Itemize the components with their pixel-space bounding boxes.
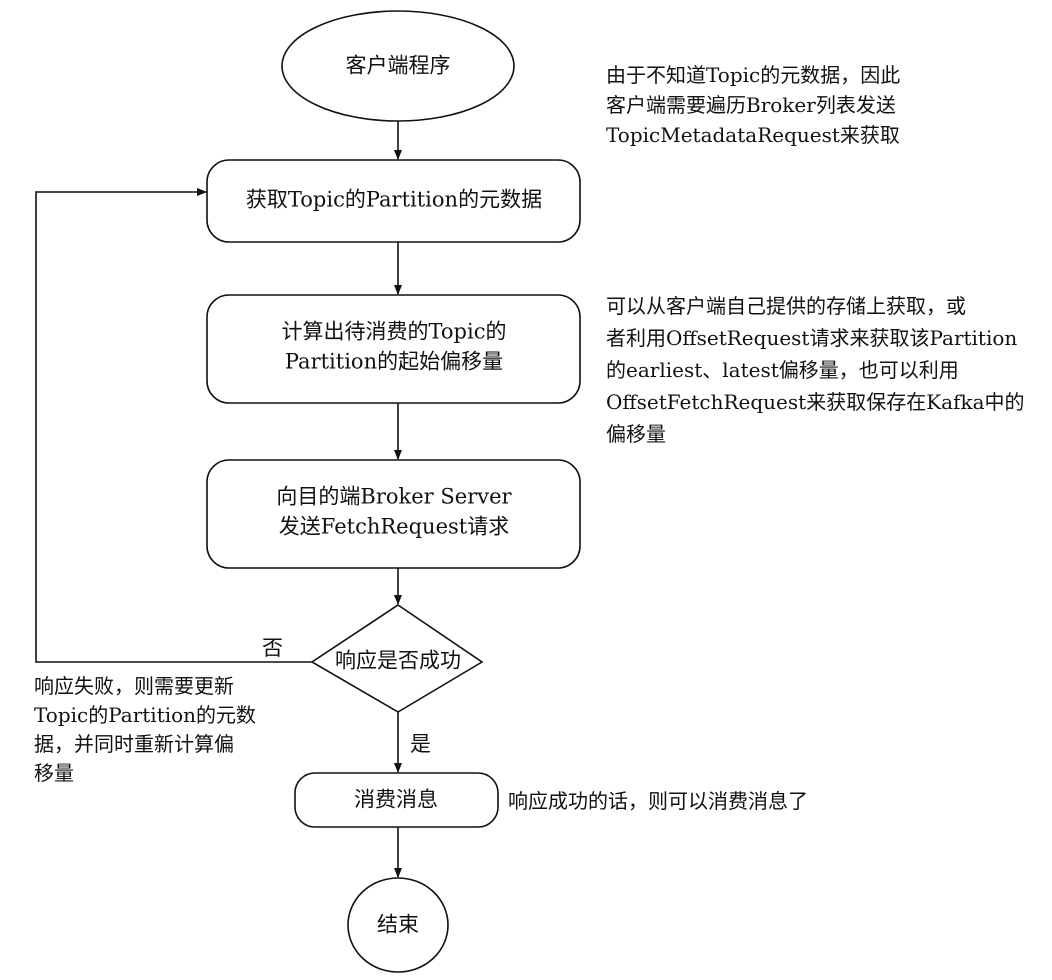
end-label: 结束 bbox=[377, 913, 419, 937]
metadata-note: 由于不知道Topic的元数据，因此 客户端需要遍历Broker列表发送 Topi… bbox=[606, 60, 900, 150]
metadata-note-line: TopicMetadataRequest来获取 bbox=[606, 123, 900, 147]
offset-note: 可以从客户端自己提供的存储上获取，或 者利用OffsetRequest请求来获取… bbox=[606, 290, 1025, 450]
compute-offset-label-line1: 计算出待消费的Topic的 bbox=[282, 320, 507, 344]
send-request-label-line1: 向目的端Broker Server bbox=[276, 485, 512, 509]
send-request-node: 向目的端Broker Server 发送FetchRequest请求 bbox=[206, 459, 581, 569]
fetch-metadata-label: 获取Topic的Partition的元数据 bbox=[246, 188, 542, 212]
success-note: 响应成功的话，则可以消费消息了 bbox=[508, 789, 808, 813]
offset-note-line: 偏移量 bbox=[606, 422, 666, 446]
fetch-metadata-node: 获取Topic的Partition的元数据 bbox=[206, 159, 581, 243]
decision-node: 响应是否成功 bbox=[310, 604, 484, 713]
end-node: 结束 bbox=[347, 877, 449, 973]
metadata-note-line: 客户端需要遍历Broker列表发送 bbox=[606, 93, 896, 117]
offset-note-line: OffsetFetchRequest来获取保存在Kafka中的 bbox=[606, 390, 1025, 414]
edge-label-yes: 是 bbox=[410, 732, 431, 756]
failure-note: 响应失败，则需要更新 Topic的Partition的元数 据，并同时重新计算偏… bbox=[34, 672, 256, 788]
failure-note-line: 据，并同时重新计算偏 bbox=[34, 732, 234, 756]
consume-label: 消费消息 bbox=[354, 788, 438, 812]
compute-offset-label-line2: Partition的起始偏移量 bbox=[285, 350, 503, 374]
start-node-label: 客户端程序 bbox=[346, 54, 451, 78]
failure-note-line: 响应失败，则需要更新 bbox=[34, 674, 234, 698]
send-request-label-line2: 发送FetchRequest请求 bbox=[279, 515, 509, 539]
failure-note-line: Topic的Partition的元数 bbox=[34, 703, 257, 727]
decision-label: 响应是否成功 bbox=[335, 649, 461, 673]
compute-offset-node: 计算出待消费的Topic的 Partition的起始偏移量 bbox=[206, 294, 581, 404]
offset-note-line: 可以从客户端自己提供的存储上获取，或 bbox=[606, 294, 966, 318]
offset-note-line: 的earliest、latest偏移量，也可以利用 bbox=[606, 358, 959, 382]
metadata-note-line: 由于不知道Topic的元数据，因此 bbox=[606, 63, 901, 87]
consume-node: 消费消息 bbox=[294, 772, 499, 828]
start-node: 客户端程序 bbox=[281, 10, 515, 122]
edge-decision-fail-loop bbox=[35, 188, 312, 663]
failure-note-line: 移量 bbox=[34, 761, 74, 785]
offset-note-line: 者利用OffsetRequest请求来获取该Partition bbox=[606, 326, 1018, 350]
edge-label-no: 否 bbox=[262, 636, 283, 660]
